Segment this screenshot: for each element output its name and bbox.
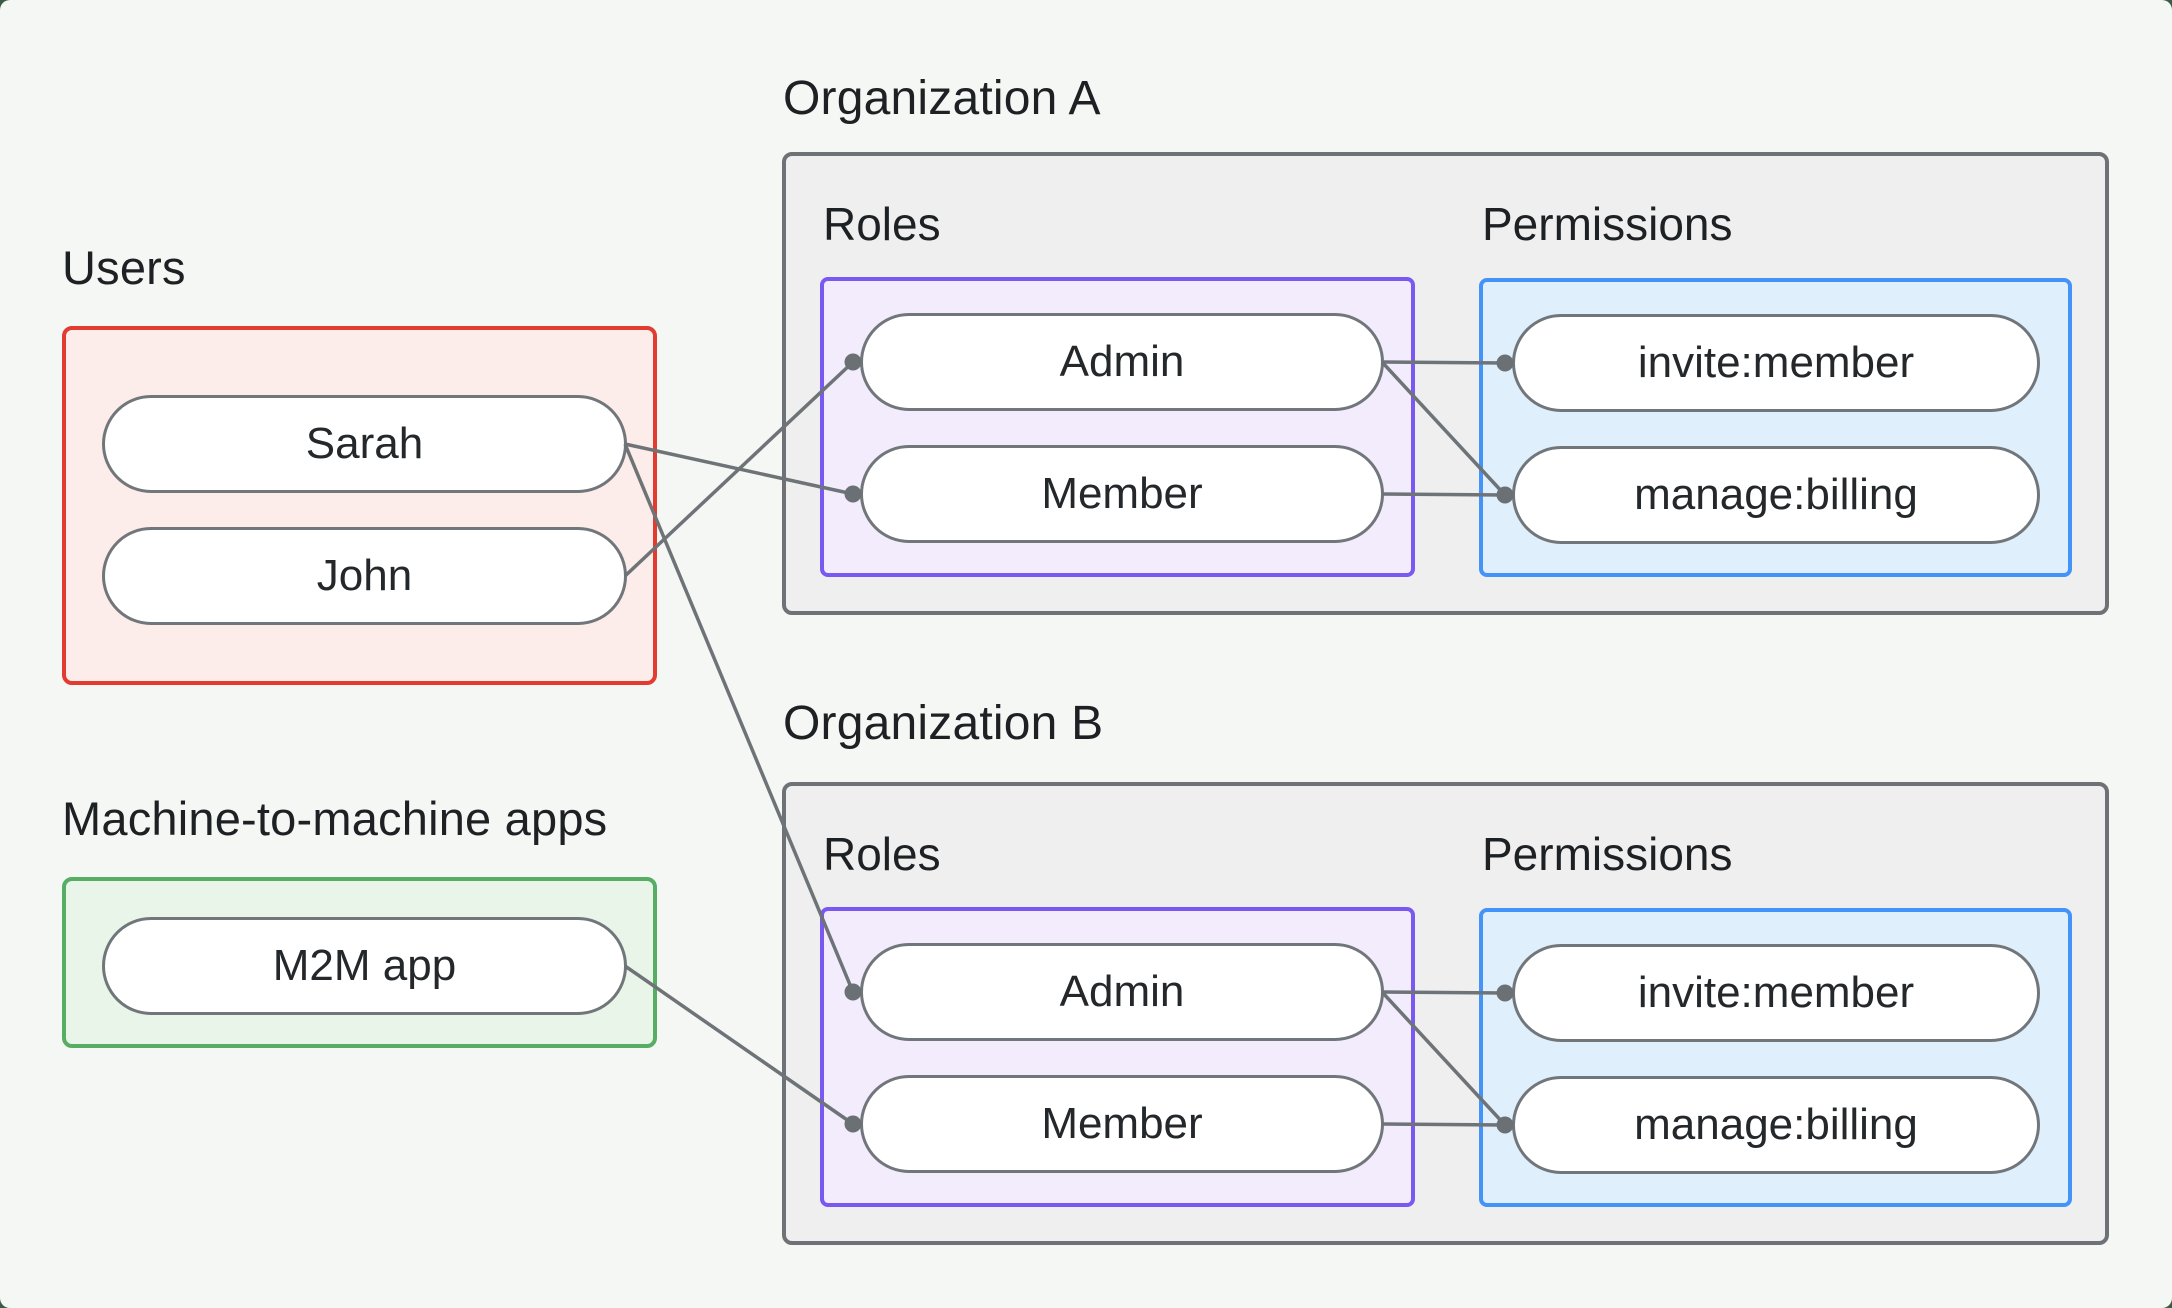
org-a-permission-manage-billing-label: manage:billing	[1634, 470, 1918, 519]
org-b-role-member: Member	[860, 1075, 1384, 1173]
org-b-roles-label: Roles	[823, 828, 941, 880]
org-b-box: Roles Permissions Admin Member invite:me…	[782, 782, 2109, 1245]
org-b-permissions-label: Permissions	[1482, 828, 1733, 880]
org-a-role-member: Member	[860, 445, 1384, 543]
org-a-roles-panel: Admin Member	[820, 277, 1415, 577]
users-group-label: Users	[62, 241, 186, 294]
org-b-title: Organization B	[783, 697, 1104, 750]
org-a-title: Organization A	[783, 72, 1101, 125]
user-node-sarah: Sarah	[102, 395, 627, 493]
org-a-permission-manage-billing: manage:billing	[1512, 446, 2040, 544]
user-node-john: John	[102, 527, 627, 625]
org-a-permissions-panel: invite:member manage:billing	[1479, 278, 2072, 577]
org-b-permission-manage-billing: manage:billing	[1512, 1076, 2040, 1174]
users-group-box: Sarah John	[62, 326, 657, 685]
org-a-permissions-label: Permissions	[1482, 198, 1733, 250]
user-node-john-label: John	[316, 551, 413, 600]
org-a-permission-invite-member: invite:member	[1512, 314, 2040, 412]
user-node-sarah-label: Sarah	[305, 419, 424, 468]
m2m-group-box: M2M app	[62, 877, 657, 1048]
org-b-permission-invite-member: invite:member	[1512, 944, 2040, 1042]
org-a-role-admin: Admin	[860, 313, 1384, 411]
org-b-role-admin-label: Admin	[1059, 967, 1185, 1016]
org-b-permissions-panel: invite:member manage:billing	[1479, 908, 2072, 1207]
org-b-permission-invite-member-label: invite:member	[1637, 968, 1915, 1017]
org-b-role-member-label: Member	[1041, 1099, 1203, 1148]
m2m-app-node: M2M app	[102, 917, 627, 1015]
org-a-role-admin-label: Admin	[1059, 337, 1185, 386]
org-b-permission-manage-billing-label: manage:billing	[1634, 1100, 1918, 1149]
org-a-box: Roles Permissions Admin Member invite:me…	[782, 152, 2109, 615]
m2m-app-node-label: M2M app	[272, 941, 457, 990]
org-b-roles-panel: Admin Member	[820, 907, 1415, 1207]
org-b-role-admin: Admin	[860, 943, 1384, 1041]
org-a-role-member-label: Member	[1041, 469, 1203, 518]
org-a-permission-invite-member-label: invite:member	[1637, 338, 1915, 387]
org-a-roles-label: Roles	[823, 198, 941, 250]
m2m-group-label: Machine-to-machine apps	[62, 792, 608, 845]
